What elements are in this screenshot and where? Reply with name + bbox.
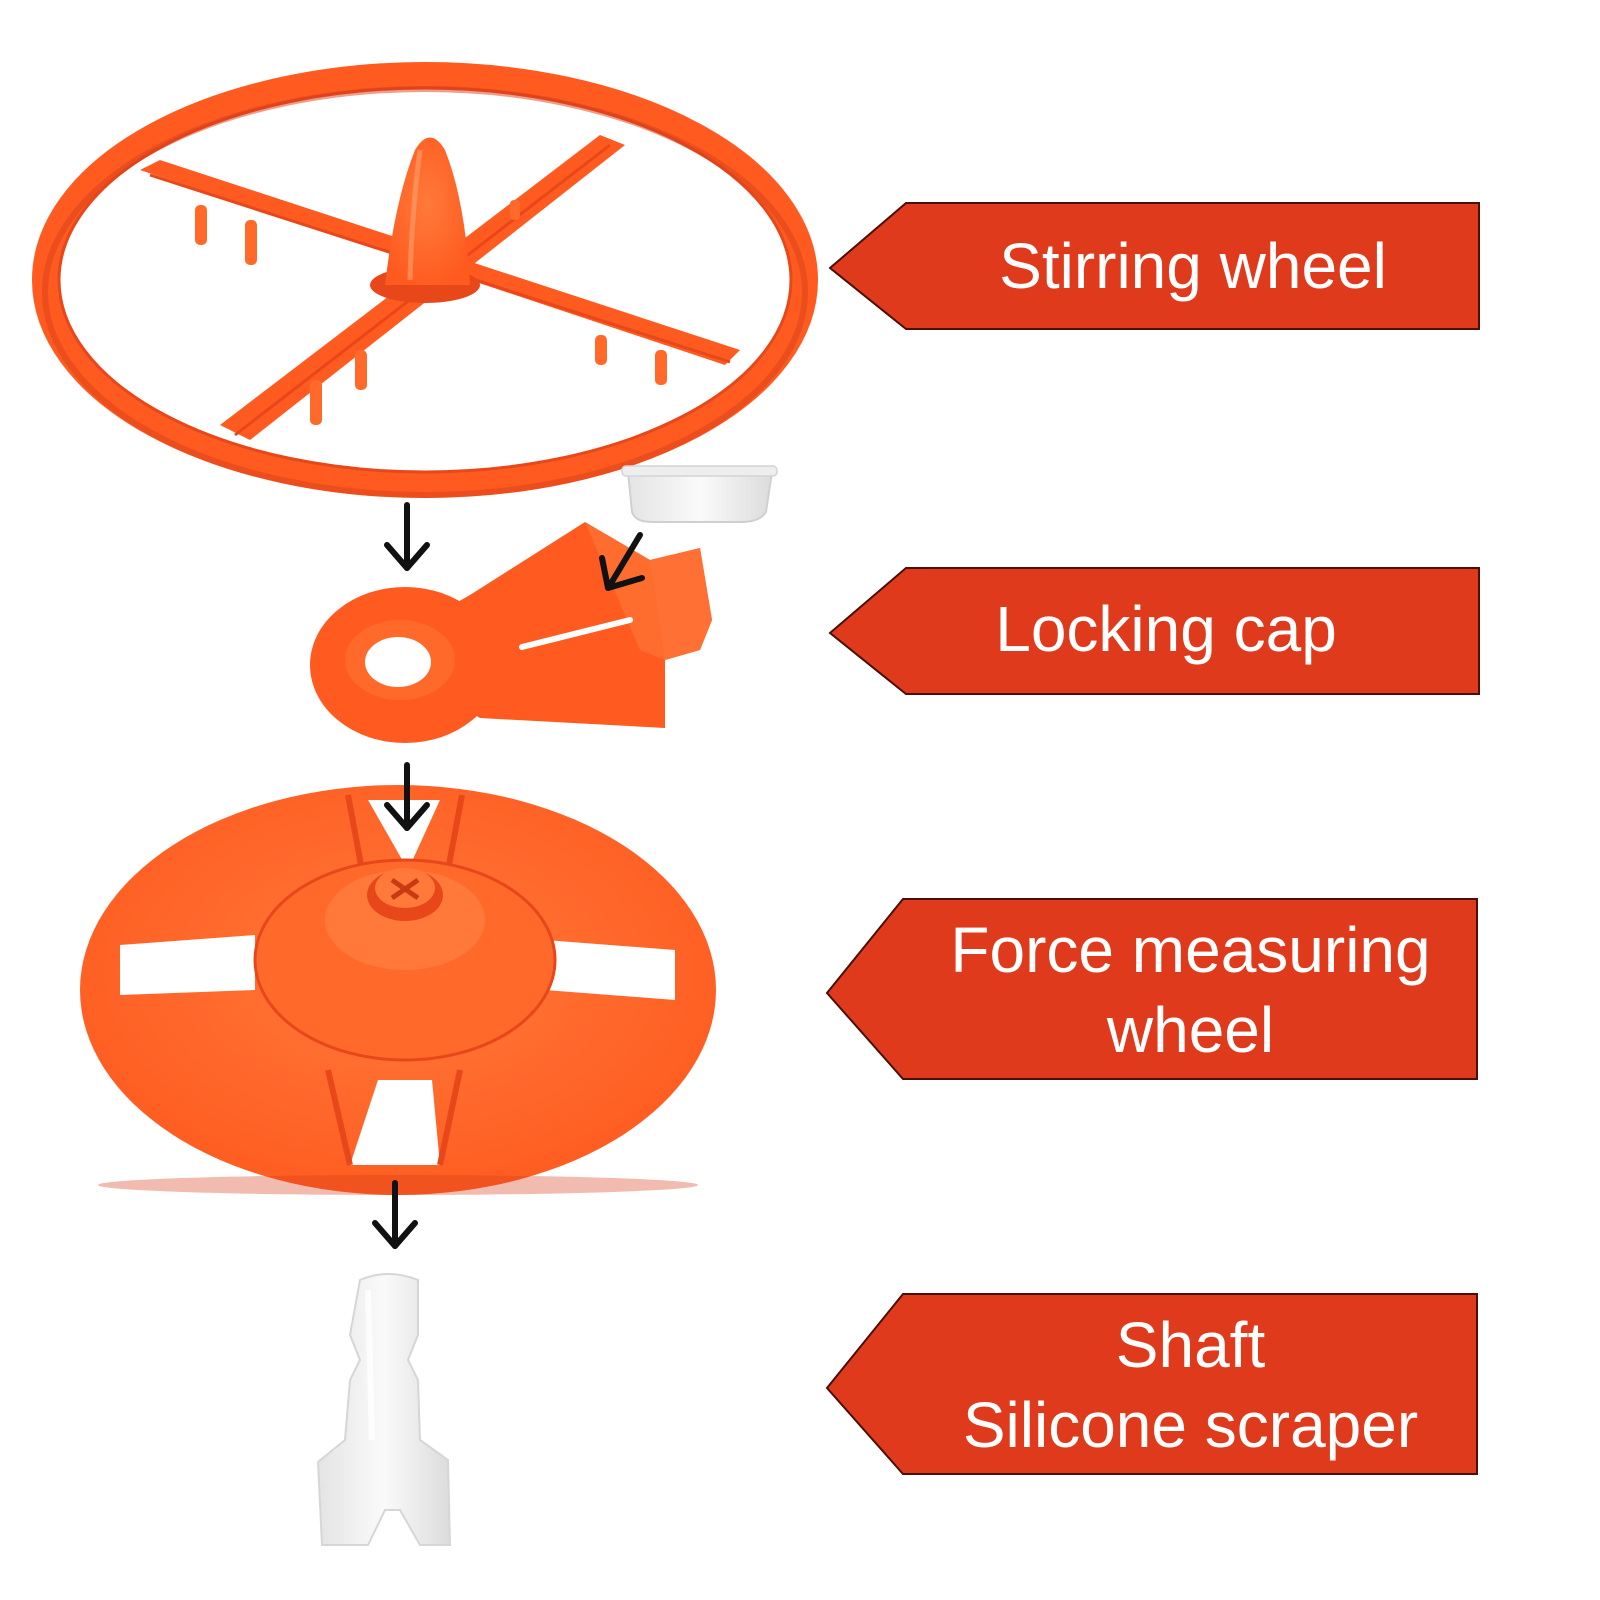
stirring-wheel-part: [32, 62, 818, 498]
stirring-wheel-label: Stirring wheel: [828, 202, 1480, 330]
shaft-part: [316, 1273, 452, 1546]
locking-cap-label: Locking cap: [828, 567, 1480, 695]
force-measuring-wheel-part: [80, 785, 716, 1195]
stirring-wheel-text: Stirring wheel: [999, 230, 1387, 302]
force-measuring-wheel-text-line2: wheel: [1106, 994, 1275, 1066]
locking-cap-part: [310, 522, 712, 743]
force-measuring-wheel-text-line1: Force measuring: [950, 914, 1431, 986]
locking-cap-text: Locking cap: [995, 593, 1337, 665]
silicone-cup-part: [621, 465, 778, 523]
down-arrow-icon: [384, 502, 430, 571]
down-arrow-icon: [384, 762, 430, 831]
down-arrow-icon: [372, 1180, 418, 1249]
shaft-scraper-text-line1: Shaft: [1115, 1309, 1266, 1381]
force-measuring-wheel-label: Force measuring wheel: [825, 898, 1478, 1080]
diagonal-arrow-icon: [599, 532, 645, 591]
shaft-scraper-label: Shaft Silicone scraper: [825, 1293, 1478, 1475]
shaft-scraper-text-line2: Silicone scraper: [962, 1389, 1419, 1461]
